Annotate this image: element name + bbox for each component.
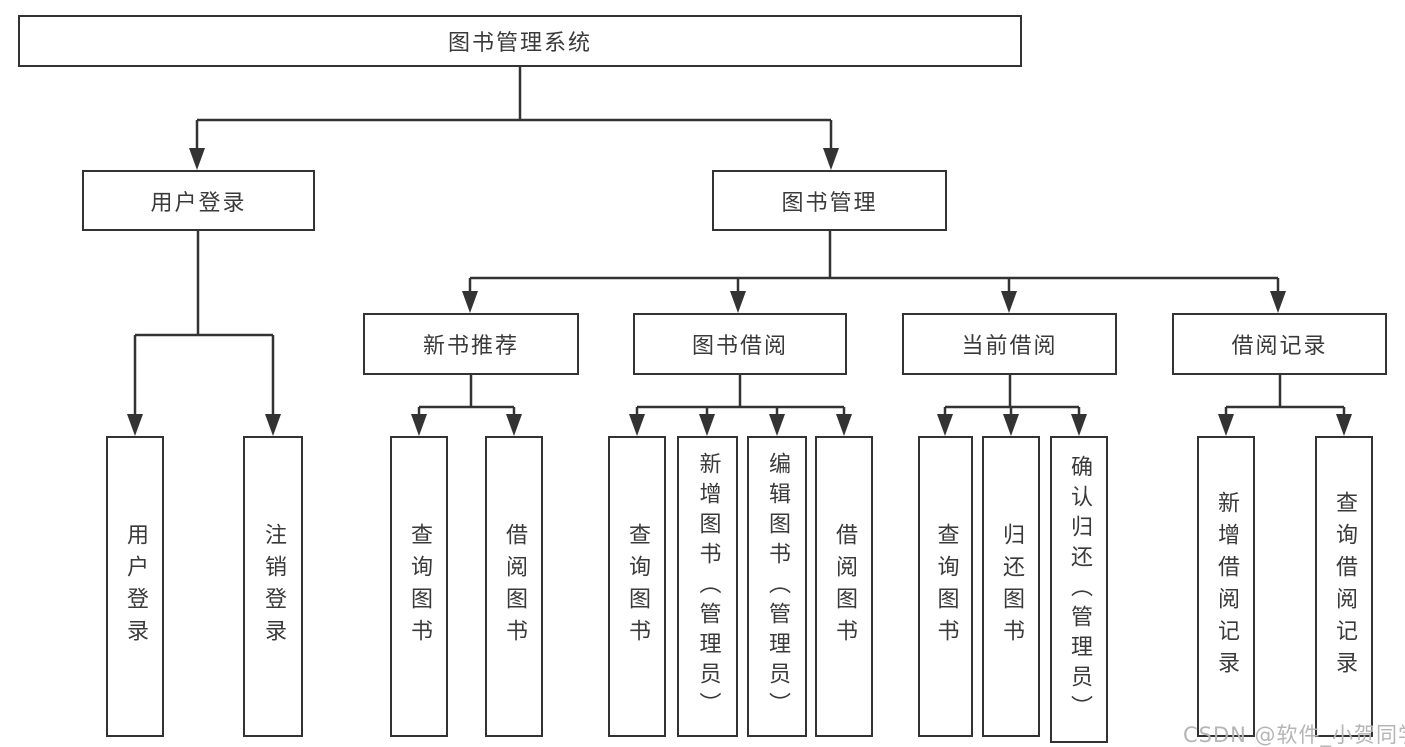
node-book-management: 图书管理	[712, 170, 947, 231]
node-label: 借阅图书	[502, 522, 527, 651]
node-label: 注销登录	[261, 522, 286, 651]
node-borrow-records: 借阅记录	[1172, 313, 1387, 375]
node-book-borrow: 图书借阅	[633, 313, 847, 375]
node-label: 当前借阅	[961, 334, 1058, 359]
leaf-edit-books-admin: 编辑图书（管理员）	[747, 436, 807, 737]
node-label: 新增借阅记录	[1214, 490, 1239, 683]
node-label: 查询图书	[625, 522, 650, 651]
arrowheads	[127, 148, 1352, 436]
leaf-user-login: 用户登录	[106, 436, 164, 737]
node-label: 编辑图书（管理员）	[765, 451, 790, 722]
node-label: 借阅记录	[1231, 334, 1328, 359]
csdn-watermark: CSDN @软件_小贺同学	[1183, 723, 1405, 747]
leaf-query-borrow-record: 查询借阅记录	[1315, 436, 1373, 737]
node-label: 确认归还（管理员）	[1067, 454, 1092, 725]
leaf-borrow-books: 借阅图书	[815, 436, 873, 737]
leaf-borrow-books-recommend: 借阅图书	[485, 436, 543, 737]
leaf-confirm-return-admin: 确认归还（管理员）	[1050, 436, 1108, 743]
node-label: 图书借阅	[691, 334, 788, 359]
leaf-add-borrow-record: 新增借阅记录	[1197, 436, 1255, 737]
node-label: 查询图书	[933, 522, 959, 651]
leaf-query-books-current: 查询图书	[918, 436, 973, 737]
node-new-book-recommend: 新书推荐	[363, 313, 579, 375]
node-label: 图书管理系统	[447, 31, 592, 56]
node-root-library-management-system: 图书管理系统	[18, 15, 1022, 67]
leaf-logout: 注销登录	[243, 436, 303, 737]
leaf-query-books-borrow: 查询图书	[608, 436, 666, 737]
node-label: 用户登录	[150, 190, 247, 216]
node-label: 借阅图书	[832, 522, 857, 651]
node-label: 归还图书	[999, 522, 1024, 651]
leaf-query-books-recommend: 查询图书	[390, 436, 448, 737]
node-label: 新书推荐	[422, 334, 519, 359]
node-label: 图书管理	[781, 190, 878, 216]
leaf-return-books: 归还图书	[982, 436, 1040, 737]
node-label: 查询图书	[407, 522, 432, 651]
node-current-borrow: 当前借阅	[902, 313, 1117, 375]
node-user-login: 用户登录	[82, 170, 315, 231]
node-label: 新增图书（管理员）	[695, 451, 721, 722]
node-label: 查询借阅记录	[1332, 490, 1357, 683]
leaf-add-books-admin: 新增图书（管理员）	[677, 436, 738, 737]
node-label: 用户登录	[123, 522, 148, 651]
